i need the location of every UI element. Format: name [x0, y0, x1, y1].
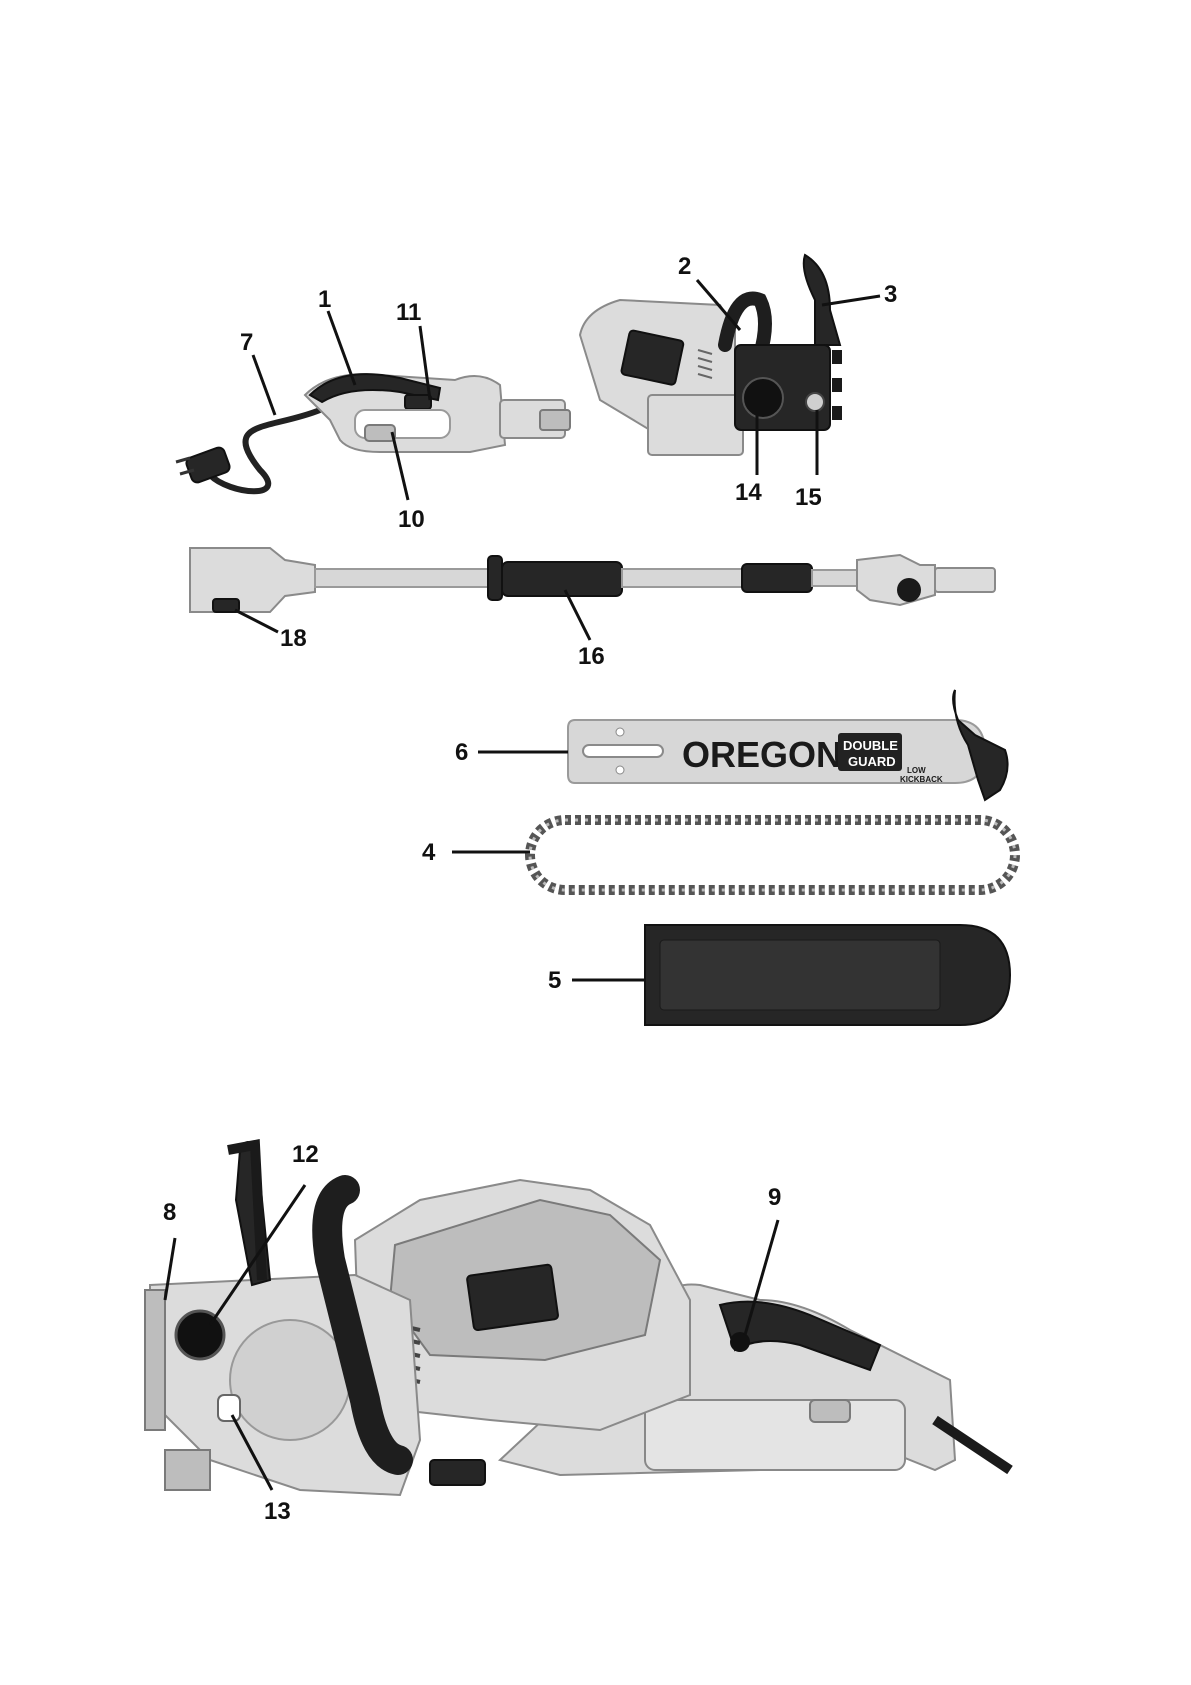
- callout-13: 13: [264, 1498, 291, 1525]
- guide-bar-slot: [583, 745, 663, 757]
- trigger-lock-button: [730, 1332, 750, 1352]
- callout-16: 16: [578, 643, 605, 670]
- callout-12: 12: [292, 1141, 319, 1168]
- leader-16: [565, 590, 590, 640]
- pole-rear-housing: [190, 548, 315, 612]
- tension-screw: [806, 393, 824, 411]
- callout-9: 9: [768, 1184, 781, 1211]
- callout-15: 15: [795, 484, 822, 511]
- pole-tube-tip: [812, 570, 857, 586]
- saw-motor-label: [467, 1264, 559, 1330]
- guide-bar: OREGON DOUBLE GUARD LOW KICKBACK: [568, 690, 1008, 800]
- callout-3: 3: [884, 281, 897, 308]
- pole-grip: [502, 562, 622, 596]
- pole-front-connector: [935, 568, 995, 592]
- power-cord: [210, 410, 320, 491]
- callout-1: 1: [318, 286, 331, 313]
- callout-10: 10: [398, 506, 425, 533]
- oil-tank-cap: [743, 378, 783, 418]
- callout-6: 6: [455, 739, 468, 766]
- saw-chain-loop: [530, 820, 1015, 890]
- saw-oil-level-window: [218, 1395, 240, 1421]
- leader-7: [253, 355, 275, 415]
- saw-chain: [530, 820, 1015, 890]
- pole-collar: [488, 556, 502, 600]
- leader-18: [235, 610, 278, 632]
- pole-angle-joint: [857, 555, 935, 605]
- assembled-saw: [145, 1142, 1010, 1495]
- saw-base-clip: [430, 1460, 485, 1485]
- motor-head-unit: [580, 255, 842, 455]
- extension-pole: [190, 548, 995, 612]
- callout-11: 11: [396, 299, 421, 326]
- trigger-lock: [405, 395, 431, 409]
- angle-adjust-knob: [897, 578, 921, 602]
- rear-handle-unit: [176, 374, 570, 491]
- leader-3: [822, 296, 880, 305]
- saw-rear-handle-loop: [645, 1400, 905, 1470]
- guide-bar-badge-line2: GUARD: [848, 754, 896, 769]
- leader-1: [328, 311, 355, 385]
- pole-tube-front: [622, 569, 742, 587]
- pole-lock-sleeve: [742, 564, 812, 592]
- saw-foot-spike: [165, 1450, 210, 1490]
- guide-bar-badge-line1: DOUBLE: [843, 738, 898, 753]
- chain-brake-guard: [804, 255, 840, 345]
- guide-bar-brand: OREGON: [682, 734, 842, 775]
- motor-base: [648, 395, 743, 455]
- callout-7: 7: [240, 329, 253, 356]
- callout-4: 4: [422, 839, 436, 866]
- saw-oil-tank-cap: [176, 1311, 224, 1359]
- power-plug: [185, 446, 231, 484]
- callout-14: 14: [735, 479, 762, 506]
- trigger-switch: [365, 425, 395, 441]
- guide-bar-low-kickback-line2: KICKBACK: [900, 775, 943, 784]
- guide-bar-hole-2: [616, 766, 624, 774]
- guide-bar-low-kickback-line1: LOW: [907, 766, 926, 775]
- pole-tube-rear: [315, 569, 495, 587]
- saw-bar-stub: [145, 1290, 165, 1430]
- bar-cover-rib: [660, 940, 940, 1010]
- saw-chain-teeth: [530, 820, 1015, 890]
- bar-cover: [645, 925, 1010, 1025]
- callout-18: 18: [280, 625, 307, 652]
- saw-sprocket-cover-disc: [230, 1320, 350, 1440]
- rear-connector-tip: [540, 410, 570, 430]
- guide-bar-hole-1: [616, 728, 624, 736]
- bar-studs: [832, 350, 842, 420]
- callout-2: 2: [678, 253, 691, 280]
- saw-trigger: [810, 1400, 850, 1422]
- callout-5: 5: [548, 967, 561, 994]
- callout-8: 8: [163, 1199, 176, 1226]
